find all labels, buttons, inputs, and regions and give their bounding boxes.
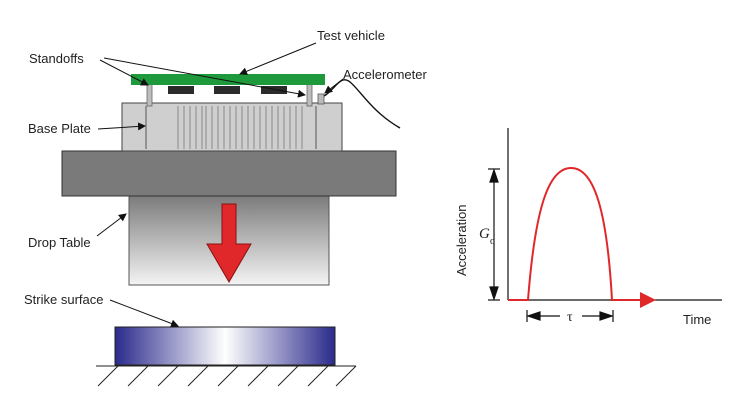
drop-direction-arrow bbox=[206, 203, 252, 283]
label-test-vehicle: Test vehicle bbox=[317, 28, 385, 43]
ground-hatching bbox=[96, 365, 357, 387]
label-drop-table: Drop Table bbox=[28, 235, 91, 250]
duration-dimension-marker bbox=[526, 310, 614, 322]
leader-drop-table bbox=[96, 213, 127, 237]
peak-symbol: G bbox=[479, 226, 490, 242]
chip-2 bbox=[214, 86, 240, 94]
standoff-right bbox=[306, 83, 313, 107]
label-accelerometer: Accelerometer bbox=[343, 67, 427, 82]
chip-1 bbox=[168, 86, 194, 94]
graph-x-axis-label: Time bbox=[683, 312, 711, 327]
standoff-left bbox=[146, 83, 153, 107]
label-standoffs: Standoffs bbox=[29, 51, 84, 66]
peak-subscript: o bbox=[490, 236, 495, 247]
leader-strike-surface bbox=[109, 299, 179, 328]
label-base-plate: Base Plate bbox=[28, 121, 91, 136]
base-plate-grooves bbox=[145, 106, 317, 149]
base-plate bbox=[121, 102, 343, 152]
leader-lines bbox=[96, 42, 344, 328]
chip-3 bbox=[261, 86, 287, 94]
graph-y-axis-label: Acceleration bbox=[454, 204, 469, 276]
test-vehicle-board bbox=[131, 74, 325, 85]
acceleration-pulse-curve bbox=[508, 166, 640, 301]
duration-symbol: τ bbox=[567, 310, 573, 325]
leader-standoff-right bbox=[103, 57, 306, 98]
peak-dimension-marker bbox=[488, 168, 500, 301]
leader-test-vehicle bbox=[239, 42, 317, 76]
leader-base-plate bbox=[97, 122, 146, 131]
drop-table-top bbox=[61, 150, 397, 197]
label-strike-surface: Strike surface bbox=[24, 292, 103, 307]
accelerometer-sensor bbox=[317, 93, 325, 105]
leader-standoff-left bbox=[99, 59, 149, 86]
leader-accelerometer bbox=[324, 78, 344, 94]
time-axis-arrowhead bbox=[640, 292, 656, 308]
strike-surface-block bbox=[114, 326, 336, 366]
